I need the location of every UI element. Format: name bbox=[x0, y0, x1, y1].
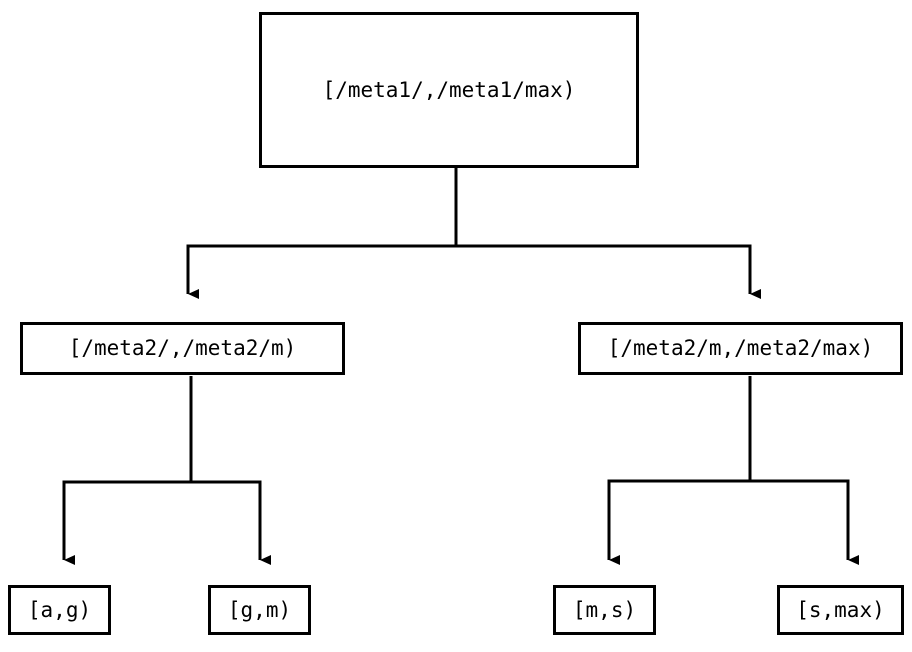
tree-node-leaf-ag[interactable]: [a,g) bbox=[8, 585, 111, 635]
edge-meta2-high-to-leaf-smax bbox=[750, 479, 859, 565]
tree-node-root-label: [/meta1/,/meta1/max) bbox=[322, 77, 576, 102]
tree-node-leaf-gm[interactable]: [g,m) bbox=[208, 585, 311, 635]
tree-node-root[interactable]: [/meta1/,/meta1/max) bbox=[259, 12, 639, 168]
edge-root-to-meta2-high bbox=[456, 244, 761, 299]
tree-node-leaf-ms[interactable]: [m,s) bbox=[553, 585, 656, 635]
tree-node-meta2-high-label: [/meta2/m,/meta2/max) bbox=[607, 336, 874, 360]
edge-meta2-low-to-leaf-ag bbox=[62, 480, 191, 565]
edge-meta2-low-to-leaf-gm bbox=[191, 480, 271, 565]
tree-node-leaf-ms-label: [m,s) bbox=[572, 597, 637, 622]
edge-meta2-high-to-leaf-ms bbox=[607, 479, 750, 565]
edge-root-to-meta2-low bbox=[186, 244, 456, 299]
tree-node-meta2-low[interactable]: [/meta2/,/meta2/m) bbox=[20, 322, 345, 375]
tree-node-meta2-high[interactable]: [/meta2/m,/meta2/max) bbox=[578, 322, 903, 375]
tree-node-leaf-ag-label: [a,g) bbox=[27, 597, 92, 622]
tree-node-meta2-low-label: [/meta2/,/meta2/m) bbox=[68, 336, 297, 360]
tree-node-leaf-gm-label: [g,m) bbox=[227, 597, 292, 622]
tree-node-leaf-smax-label: [s,max) bbox=[796, 597, 885, 622]
tree-node-leaf-smax[interactable]: [s,max) bbox=[777, 585, 904, 635]
